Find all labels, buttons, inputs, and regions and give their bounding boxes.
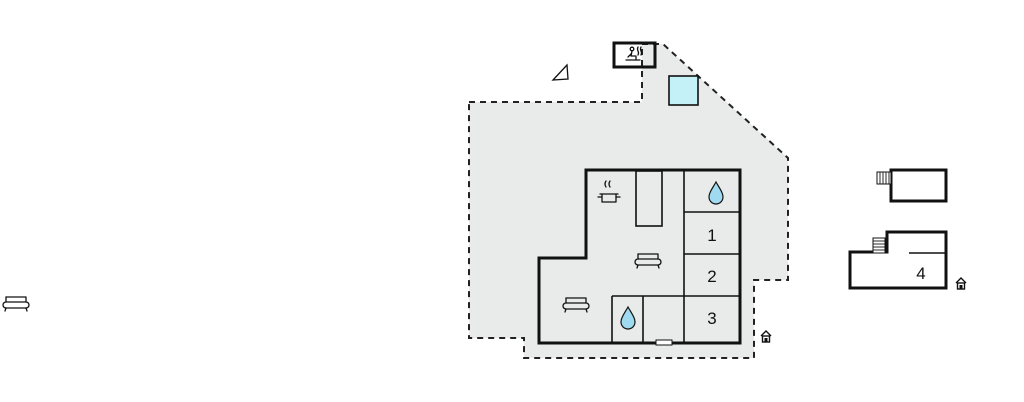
sofa-icon bbox=[2, 296, 30, 312]
upper-floor-landing bbox=[889, 168, 948, 203]
upper-floor-room-4 bbox=[848, 230, 948, 290]
sofa-icon bbox=[634, 253, 662, 269]
sauna-room bbox=[612, 41, 657, 69]
water-drop-icon bbox=[708, 180, 724, 205]
water-drop-icon bbox=[620, 305, 636, 330]
stairs-icon bbox=[876, 171, 892, 185]
kitchen-counter bbox=[635, 170, 663, 227]
entrance-house-icon bbox=[760, 330, 772, 343]
north-arrow-icon bbox=[551, 63, 569, 81]
main-door bbox=[655, 339, 673, 346]
sauna-icon bbox=[625, 46, 643, 61]
sofa-icon bbox=[562, 297, 590, 313]
pool bbox=[668, 75, 699, 106]
main-house bbox=[537, 168, 742, 345]
room-label-3: 3 bbox=[707, 309, 716, 328]
room-label-2: 2 bbox=[707, 267, 716, 286]
room-label-1: 1 bbox=[707, 226, 716, 245]
entrance-house-icon bbox=[955, 277, 967, 290]
stairs-icon bbox=[872, 237, 886, 254]
room-label-4: 4 bbox=[916, 264, 925, 283]
cooking-pot-icon bbox=[597, 180, 621, 203]
